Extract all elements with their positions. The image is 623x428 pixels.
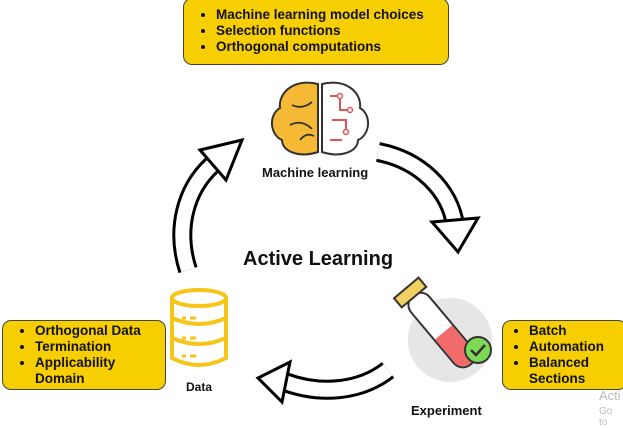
ml-label: Machine learning <box>262 165 369 180</box>
data-item: Termination <box>35 339 165 355</box>
brain-icon <box>271 81 369 156</box>
arrow-experiment-to-data <box>255 359 395 406</box>
arrow-data-to-ml <box>172 137 245 274</box>
data-label: Data <box>186 380 213 394</box>
ml-item: Orthogonal computations <box>216 39 448 55</box>
experiment-item: Batch <box>529 323 623 339</box>
ml-item: Selection functions <box>216 23 448 39</box>
diagram-title: Active Learning <box>243 248 394 270</box>
data-details-box: Orthogonal Data Termination Applicabilit… <box>2 320 166 390</box>
experiment-details-box: Batch Automation Balanced Sections <box>502 320 623 390</box>
ml-item: Machine learning model choices <box>216 7 448 23</box>
test-tube-icon <box>392 276 492 382</box>
data-item: Orthogonal Data <box>35 323 165 339</box>
watermark-line2: Go to <box>599 406 613 428</box>
diagram-graphics <box>170 81 492 406</box>
experiment-label: Experiment <box>411 403 482 418</box>
database-icon <box>170 288 228 367</box>
data-item: Applicability Domain <box>35 355 165 387</box>
ml-details-box: Machine learning model choices Selection… <box>183 0 449 65</box>
watermark-line1: Acti <box>599 388 621 403</box>
arrow-ml-to-experiment <box>375 142 481 255</box>
experiment-item: Balanced Sections <box>529 355 623 387</box>
experiment-item: Automation <box>529 339 623 355</box>
